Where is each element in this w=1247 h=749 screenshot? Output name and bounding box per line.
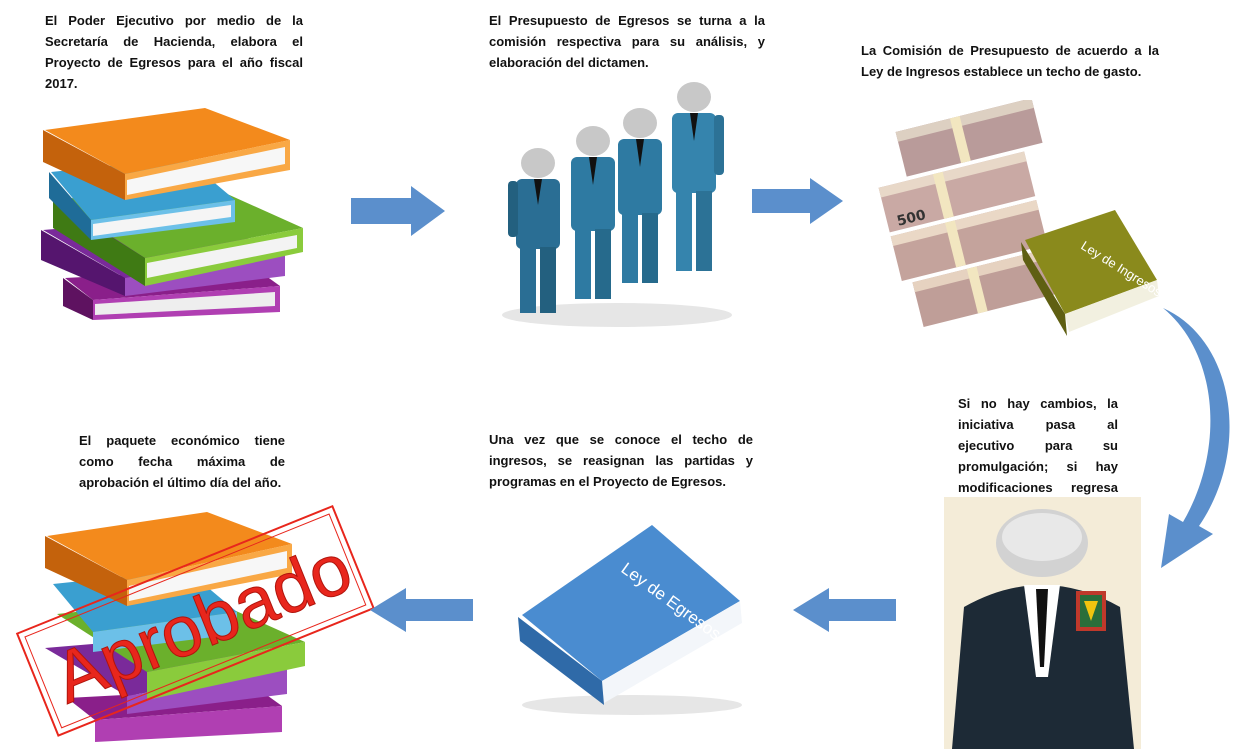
- step-5-text: Una vez que se conoce el techo de ingres…: [489, 432, 753, 489]
- arrow-right-2: [752, 178, 844, 224]
- money-and-ingresos-book-image: 500 Ley de Ingresos: [875, 100, 1165, 358]
- step-1-text: El Poder Ejecutivo por medio de la Secre…: [45, 13, 303, 91]
- arrow-curved-down: [1155, 300, 1247, 572]
- step-3-text: La Comisión de Presupuesto de acuerdo a …: [861, 43, 1159, 79]
- deputies-image: [490, 75, 745, 330]
- approved-books-image: Aprobado: [5, 490, 380, 749]
- step-6-text: El paquete económico tiene como fecha má…: [79, 433, 285, 490]
- step-2-text: El Presupuesto de Egresos se turna a la …: [489, 13, 765, 70]
- egresos-book-image: Ley de Egresos: [502, 505, 752, 718]
- arrow-right-1: [351, 186, 446, 236]
- deputy-badge-image: [944, 497, 1141, 749]
- books-stack-image: [35, 100, 310, 322]
- money-500-label: 500: [895, 207, 927, 230]
- arrow-left-2: [370, 588, 474, 632]
- arrow-left-1: [793, 588, 897, 632]
